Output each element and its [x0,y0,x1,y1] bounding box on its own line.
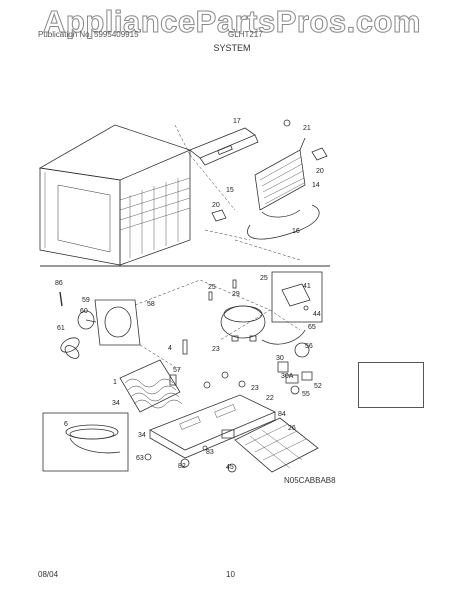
callout-label: 59 [82,297,90,304]
side-note-box [358,362,424,408]
grommet-21 [283,119,291,127]
inset-box-relay [271,271,323,323]
footer-page-number: 10 [226,570,235,579]
overload-56 [294,342,310,358]
callout-label: 23 [251,385,259,392]
condenser-coil-15 [254,137,306,211]
callout-label: 23 [212,346,220,353]
callout-label: 58 [147,301,155,308]
callout-label: 16 [292,228,300,235]
bolt-25-left [208,291,213,301]
relay-30a [285,374,299,384]
callout-label: 20 [316,168,324,175]
part-55 [290,385,300,395]
callout-label: 14 [312,182,320,189]
callout-label: 6 [64,421,68,428]
callout-label: 34 [112,400,120,407]
relay-41 [281,283,311,307]
part-4 [182,339,188,355]
callout-label: 83 [206,449,214,456]
condenser-cover-17 [189,127,259,166]
fan-shroud-59 [94,299,141,346]
tube-65 [261,329,306,345]
grommet-23-a [203,381,211,389]
grommet-23-b [221,371,229,379]
grommet-23-c [238,380,246,388]
callout-label: 22 [266,395,274,402]
part-82 [180,458,190,468]
fan-blade-61 [60,337,80,359]
drain-pan-26 [234,417,319,473]
callout-label: 82 [178,463,186,470]
callout-label: 1 [113,379,117,386]
bracket-20-right [311,147,328,161]
callout-label: 25 [208,284,216,291]
callout-label: 41 [303,283,311,290]
callout-label: 61 [57,325,65,332]
bolt-25-right [232,279,237,289]
callout-label: 17 [233,118,241,125]
footer-date: 08/04 [38,570,59,579]
bracket-20-left [211,209,227,222]
part-52 [301,371,313,381]
base-pan-22 [149,394,276,459]
callout-label: 45 [226,464,234,471]
callout-label: 30A [281,373,294,380]
callout-label: 55 [302,391,310,398]
callout-label: 44 [313,311,321,318]
callout-label: 21 [303,125,311,132]
callout-label: 52 [314,383,322,390]
callout-label: 20 [212,202,220,209]
callout-label: 26 [288,425,296,432]
callout-label: 56 [305,343,313,350]
part-57 [169,374,177,386]
callout-label: 25 [260,275,268,282]
pin-86 [59,291,63,307]
part-63 [144,453,152,461]
callout-label: 63 [136,455,144,462]
part-84 [221,429,235,439]
callout-label: 60 [80,308,88,315]
model-number: GLHT217 [228,30,263,39]
watermark-logo: AppliancePartsPros.com [43,4,421,40]
relay-30 [277,361,289,373]
compressor-29 [220,305,266,342]
callout-label: 29 [232,291,240,298]
callout-label: 57 [173,367,181,374]
callout-label: 86 [55,280,63,287]
section-title: SYSTEM [213,43,251,53]
callout-label: 4 [168,345,172,352]
fan-motor-60 [77,310,97,330]
diagram-reference-code: N05CABBAB8 [284,476,336,485]
publication-number: Publication No. 5995409915 [38,30,139,39]
callout-labels: 17 21 20 15 14 20 16 86 25 25 41 59 58 2… [55,118,324,471]
callout-label: 30 [276,355,284,362]
callout-label: 34 [138,432,146,439]
part-45 [227,463,237,473]
part-83 [202,445,208,451]
callout-label: 84 [278,411,286,418]
coil-1 [119,359,183,413]
callout-label: 65 [308,324,316,331]
tubing-16 [247,204,320,240]
cabinet-drawing [38,124,192,266]
inset-box-harness [42,412,129,472]
callout-label: 15 [226,187,234,194]
